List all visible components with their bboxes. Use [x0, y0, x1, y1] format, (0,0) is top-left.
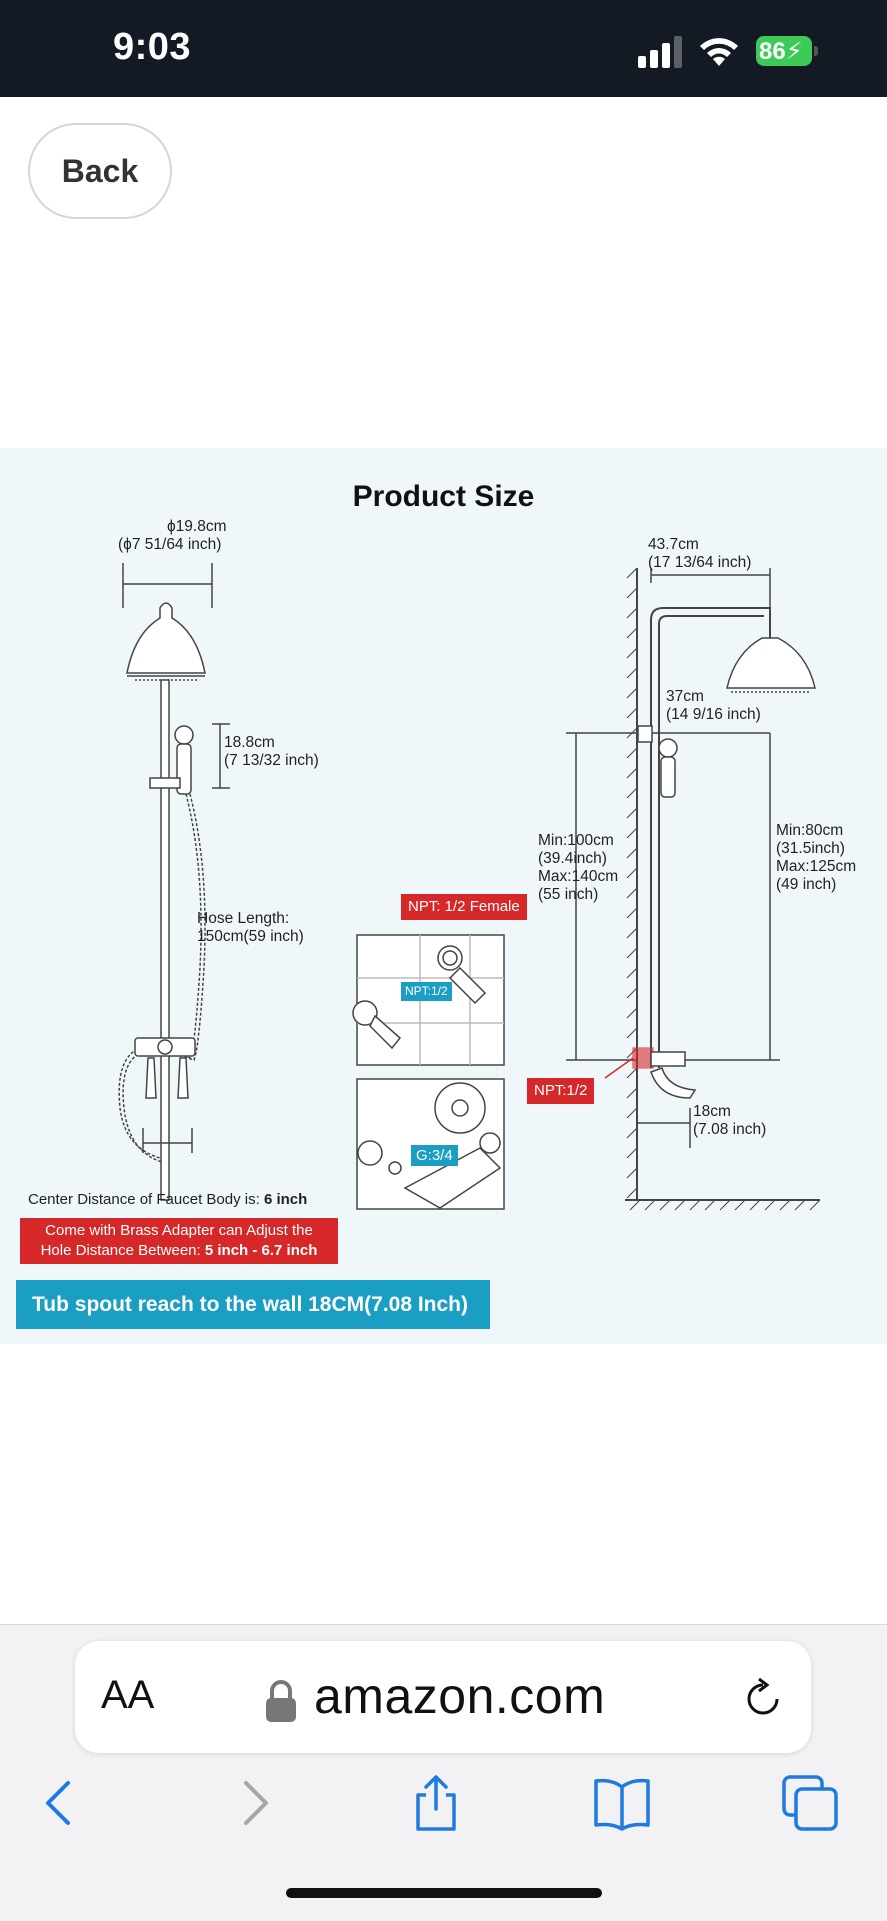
bookmarks-icon[interactable]: [592, 1773, 652, 1833]
adapter-line-2-value: 5 inch - 6.7 inch: [204, 1242, 318, 1259]
url-domain[interactable]: amazon.com: [314, 1668, 606, 1724]
head-diameter-in: (ϕ7 51/64 inch): [118, 536, 222, 553]
battery-icon: 86⚡: [756, 36, 820, 66]
height-left-min-in: (39.4inch): [538, 850, 607, 867]
tabs-icon[interactable]: [780, 1773, 840, 1833]
hose-length-label: Hose Length:: [197, 910, 290, 927]
left-shower-drawing: [118, 563, 230, 1201]
back-nav-icon[interactable]: [30, 1773, 90, 1833]
npt-wall-tag: NPT:1/2: [527, 1078, 595, 1104]
right-shower-drawing: [566, 567, 821, 1211]
arm-length-in: (17 13/64 inch): [648, 554, 752, 571]
address-bar[interactable]: AA amazon.com: [75, 1641, 811, 1753]
wifi-icon: [700, 38, 738, 66]
adapter-note: Come with Brass Adapter can Adjust the H…: [20, 1218, 338, 1264]
g34-tag: G:3/4: [411, 1145, 458, 1166]
status-time: 9:03: [113, 26, 192, 68]
adapter-line-2-prefix: Hole Distance Between:: [40, 1242, 201, 1259]
spout-reach-cm: 18cm: [693, 1103, 731, 1120]
tub-spout-banner: Tub spout reach to the wall 18CM(7.08 In…: [16, 1280, 490, 1329]
browser-toolbar: AA amazon.com: [0, 1624, 887, 1921]
status-bar: 9:03 86⚡: [0, 0, 887, 97]
battery-level: 86: [759, 38, 786, 65]
height-left-max-in: (55 inch): [538, 886, 599, 903]
shower-diagram: [118, 563, 821, 1211]
height-right-max-cm: Max:125cm: [776, 858, 857, 875]
npt-small-tag: NPT:1/2: [401, 982, 452, 1001]
adapter-line-2: Hole Distance Between: 5 inch - 6.7 inch: [20, 1241, 338, 1261]
home-indicator: [286, 1888, 602, 1898]
cellular-signal-icon: [638, 36, 682, 68]
head-offset-in: (14 9/16 inch): [666, 706, 761, 723]
height-left-max-cm: Max:140cm: [538, 868, 619, 885]
product-size-image: Product Size ϕ19.8cm (ϕ7 51/64 inch) 18.…: [0, 448, 887, 1344]
npt-female-tag: NPT: 1/2 Female: [401, 894, 527, 920]
hose-length-value: 150cm(59 inch): [197, 928, 304, 945]
head-offset-cm: 37cm: [666, 688, 704, 705]
center-distance-note: Center Distance of Faucet Body is: 6 inc…: [28, 1191, 307, 1208]
aa-label: AA: [101, 1673, 155, 1717]
reload-icon[interactable]: [741, 1677, 785, 1721]
head-diameter-cm: ϕ19.8cm: [167, 518, 227, 535]
handheld-height-cm: 18.8cm: [224, 734, 275, 751]
handheld-height-in: (7 13/32 inch): [224, 752, 319, 769]
lock-icon: [266, 1680, 296, 1722]
back-button[interactable]: Back: [28, 123, 172, 219]
height-left-min-cm: Min:100cm: [538, 832, 614, 849]
height-right-min-in: (31.5inch): [776, 840, 845, 857]
share-icon[interactable]: [406, 1773, 466, 1833]
height-right-max-in: (49 inch): [776, 876, 837, 893]
forward-nav-icon[interactable]: [224, 1773, 284, 1833]
center-distance-text: Center Distance of Faucet Body is:: [28, 1191, 260, 1208]
spout-reach-in: (7.08 inch): [693, 1121, 767, 1138]
detail-box-bottom: [356, 1078, 505, 1210]
reader-options-button[interactable]: AA: [101, 1673, 154, 1718]
arm-length-cm: 43.7cm: [648, 536, 699, 553]
image-title: Product Size: [352, 480, 535, 513]
center-distance-value: 6 inch: [263, 1191, 308, 1208]
adapter-line-1: Come with Brass Adapter can Adjust the: [45, 1222, 313, 1239]
height-right-min-cm: Min:80cm: [776, 822, 844, 839]
